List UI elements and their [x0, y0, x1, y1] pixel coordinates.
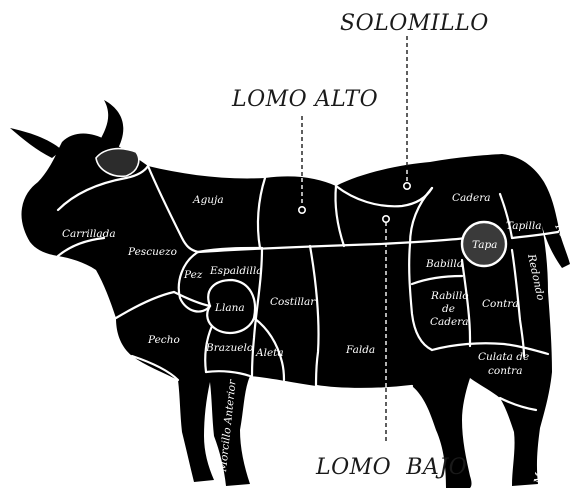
callout-solomillo: SOLOMILLO: [340, 11, 489, 36]
label-tapilla: Tapilla: [506, 220, 542, 232]
label-carrillada: Carrillada: [62, 228, 116, 240]
cow-body: [21, 134, 570, 488]
label-llana: Llana: [214, 302, 245, 314]
label-rabillo-3: Cadera: [430, 316, 469, 328]
label-contra: Contra: [482, 298, 519, 310]
label-rabillo-1: Rabillo: [430, 290, 469, 302]
label-aguja: Aguja: [192, 194, 224, 206]
cow-silhouette: [10, 100, 570, 488]
label-pescuezo: Pescuezo: [127, 246, 177, 258]
label-babilla: Babilla: [425, 258, 463, 270]
label-falda: Falda: [345, 344, 375, 356]
label-pez: Pez: [183, 269, 203, 281]
callout-lomo-bajo: LOMO BAJO: [315, 455, 467, 480]
label-tapa: Tapa: [472, 239, 497, 251]
label-espaldilla: Espaldilla: [209, 265, 262, 277]
label-costillar: Costillar: [270, 296, 316, 308]
label-brazuelo: Brazuelo: [205, 342, 253, 354]
label-rabillo-2: de: [442, 303, 455, 315]
label-culata-1: Culata de: [478, 351, 529, 363]
callout-lomo-alto: LOMO ALTO: [231, 87, 378, 112]
label-cadera: Cadera: [452, 192, 491, 204]
label-aleta: Aleta: [255, 347, 284, 359]
label-culata-2: contra: [488, 365, 522, 377]
label-pecho: Pecho: [147, 334, 180, 346]
left-horn: [10, 128, 62, 158]
